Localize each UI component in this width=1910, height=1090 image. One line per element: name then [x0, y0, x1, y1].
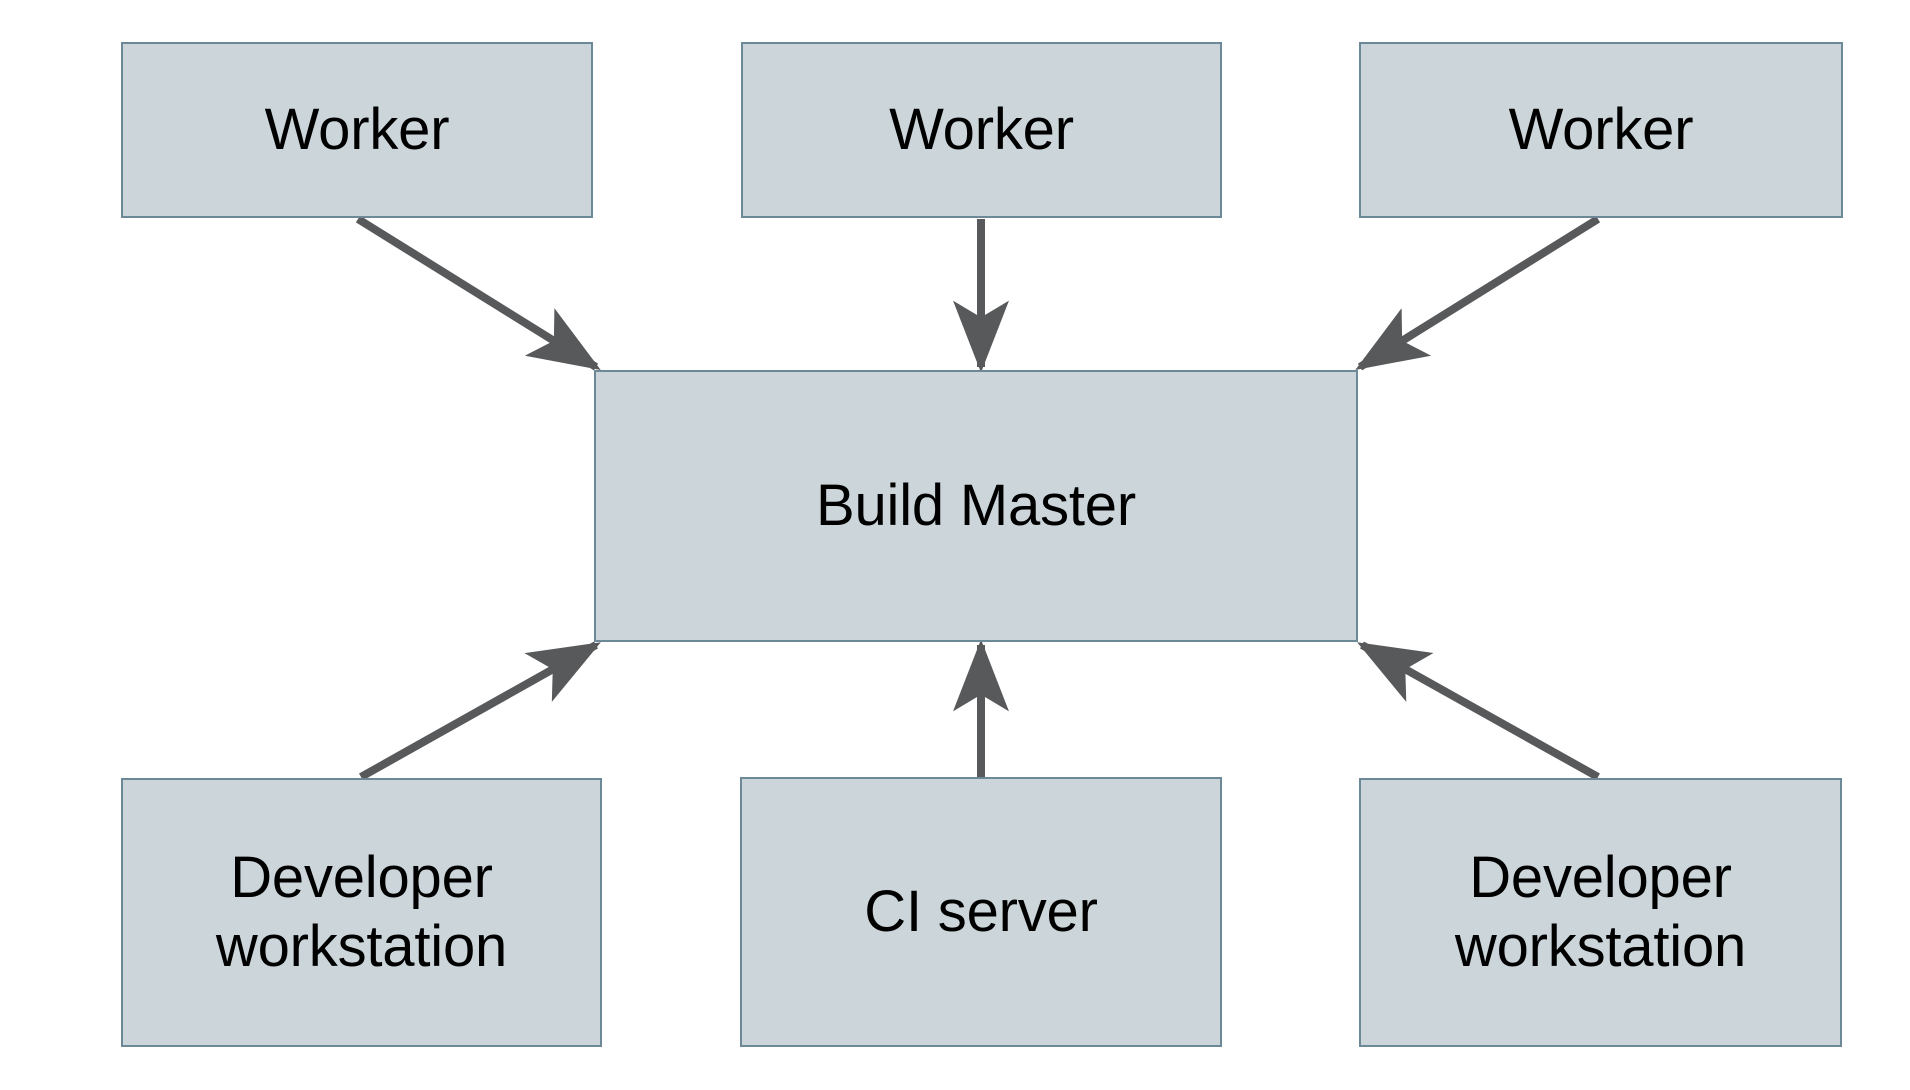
node-worker-2[interactable]: Worker [741, 42, 1222, 218]
edge-worker-1-to-build-master [355, 215, 601, 371]
node-build-master[interactable]: Build Master [594, 370, 1358, 642]
node-label: Build Master [816, 472, 1136, 538]
edge-dev-right-to-build-master [1357, 641, 1600, 781]
node-label: Worker [264, 96, 450, 162]
node-label: Developer workstation [215, 845, 508, 979]
edge-dev-left-to-build-master [359, 641, 601, 781]
node-developer-workstation-right[interactable]: Developer workstation [1359, 778, 1842, 1047]
node-worker-3[interactable]: Worker [1359, 42, 1843, 218]
node-worker-1[interactable]: Worker [121, 42, 593, 218]
node-label: Worker [889, 96, 1074, 162]
node-label: Developer workstation [1454, 845, 1747, 979]
node-developer-workstation-left[interactable]: Developer workstation [121, 778, 602, 1047]
node-label: Worker [1508, 96, 1694, 162]
edge-worker-3-to-build-master [1355, 215, 1601, 371]
node-label: CI server [864, 878, 1098, 944]
node-ci-server[interactable]: CI server [740, 777, 1222, 1047]
